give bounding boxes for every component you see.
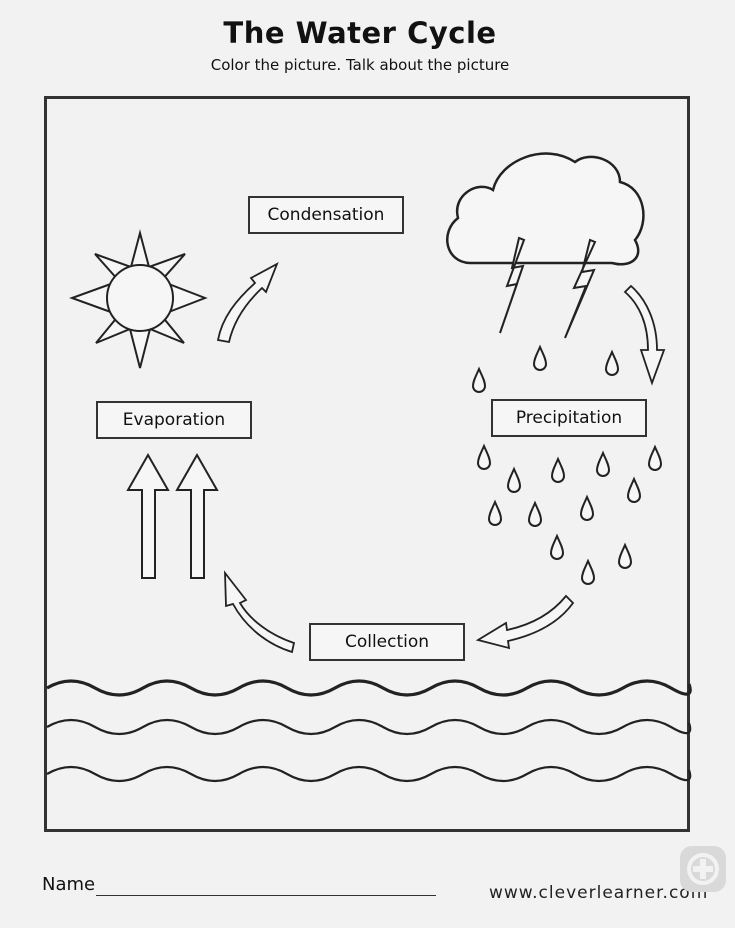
arrow-to-evaporation [224, 570, 296, 654]
collection-label: Collection [309, 623, 465, 661]
rain-drops [472, 346, 662, 585]
evaporation-label: Evaporation [96, 401, 252, 439]
page-title: The Water Cycle [223, 16, 497, 50]
evaporation-up-arrows [126, 452, 219, 579]
name-label: Name [42, 874, 96, 895]
page-subtitle: Color the picture. Talk about the pictur… [210, 56, 510, 74]
arrow-to-collection [475, 594, 575, 650]
arrow-to-precipitation [623, 284, 666, 386]
condensation-label: Condensation [248, 196, 404, 234]
name-field[interactable] [96, 895, 436, 896]
arrow-to-condensation [216, 262, 279, 344]
website-url: www.cleverlearner.com [489, 883, 709, 903]
picture-frame [44, 96, 690, 832]
lightning-icon [499, 236, 526, 334]
water-waves [46, 679, 692, 783]
sun-icon [69, 229, 208, 369]
lightning-icon [564, 238, 597, 339]
plus-icon [687, 853, 719, 885]
watermark-badge [680, 846, 726, 892]
cloud-icon [446, 152, 645, 266]
precipitation-label: Precipitation [491, 399, 647, 437]
